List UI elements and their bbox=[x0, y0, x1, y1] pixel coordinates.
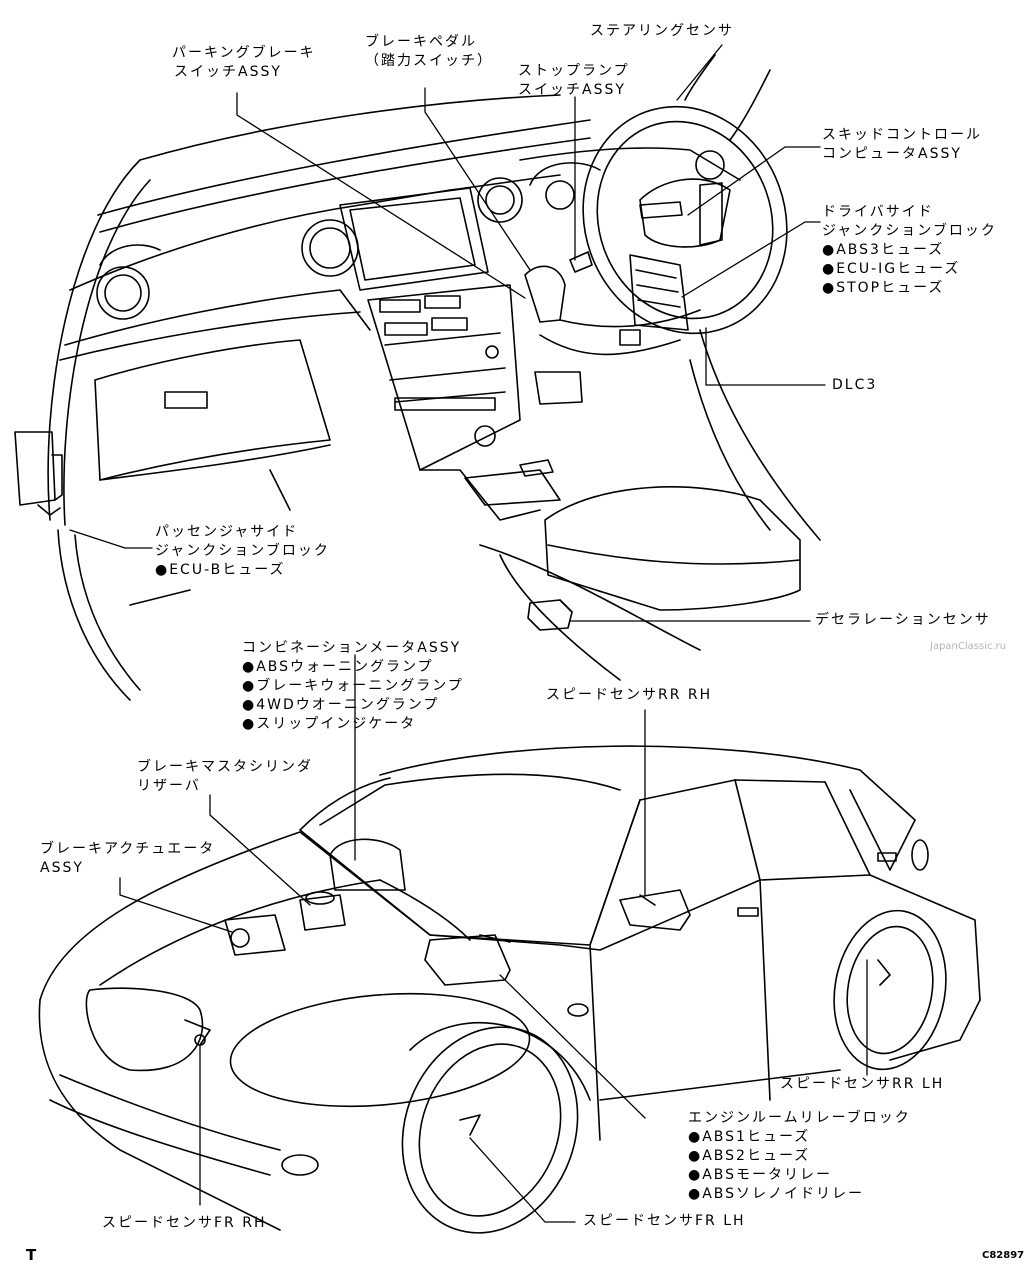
speed-sensor-fr-rh-label: スピードセンサFR RH bbox=[102, 1215, 267, 1231]
stop-lamp-switch-label: ストップランプ スイッチASSY bbox=[518, 63, 630, 98]
deceleration-sensor-label: デセラレーションセンサ bbox=[815, 612, 991, 628]
brake-actuator-label: ブレーキアクチュエータ ASSY bbox=[40, 841, 216, 876]
brake-master-reservoir-label: ブレーキマスタシリンダ リザーバ bbox=[137, 759, 313, 794]
parking-brake-switch-label: パーキングブレーキ スイッチASSY bbox=[172, 45, 316, 80]
figure-code: C82897 bbox=[982, 1250, 1025, 1261]
watermark: JapanClassic.ru bbox=[930, 641, 1007, 652]
steering-sensor-label: ステアリングセンサ bbox=[590, 23, 734, 39]
speed-sensor-rr-lh-label: スピードセンサRR LH bbox=[780, 1076, 945, 1092]
brake-pedal-label: ブレーキペダル （踏力スイッチ） bbox=[365, 34, 493, 69]
leader-lines bbox=[69, 44, 868, 1223]
skid-control-computer-label: スキッドコントロール コンピュータASSY bbox=[822, 127, 982, 162]
speed-sensor-fr-lh-label: スピードセンサFR LH bbox=[583, 1213, 746, 1229]
car-illustration bbox=[38, 745, 981, 1234]
passenger-junction-block-label: パッセンジャサイド ジャンクションブロック ●ECU-Bヒューズ bbox=[155, 524, 330, 578]
engine-room-relay-block-label: エンジンルームリレーブロック ●ABS1ヒューズ ●ABS2ヒューズ ●ABSモ… bbox=[688, 1110, 911, 1202]
corner-mark-left: T bbox=[26, 1246, 37, 1264]
dashboard-illustration bbox=[14, 54, 821, 701]
combination-meter-label: コンビネーションメータASSY ●ABSウォーニングランプ ●ブレーキウォーニン… bbox=[242, 640, 464, 732]
speed-sensor-rr-rh-label: スピードセンサRR RH bbox=[546, 687, 713, 703]
dlc3-label: DLC3 bbox=[832, 377, 878, 393]
driver-junction-block-label: ドライバサイド ジャンクションブロック ●ABS3ヒューズ ●ECU-IGヒュー… bbox=[822, 204, 997, 296]
